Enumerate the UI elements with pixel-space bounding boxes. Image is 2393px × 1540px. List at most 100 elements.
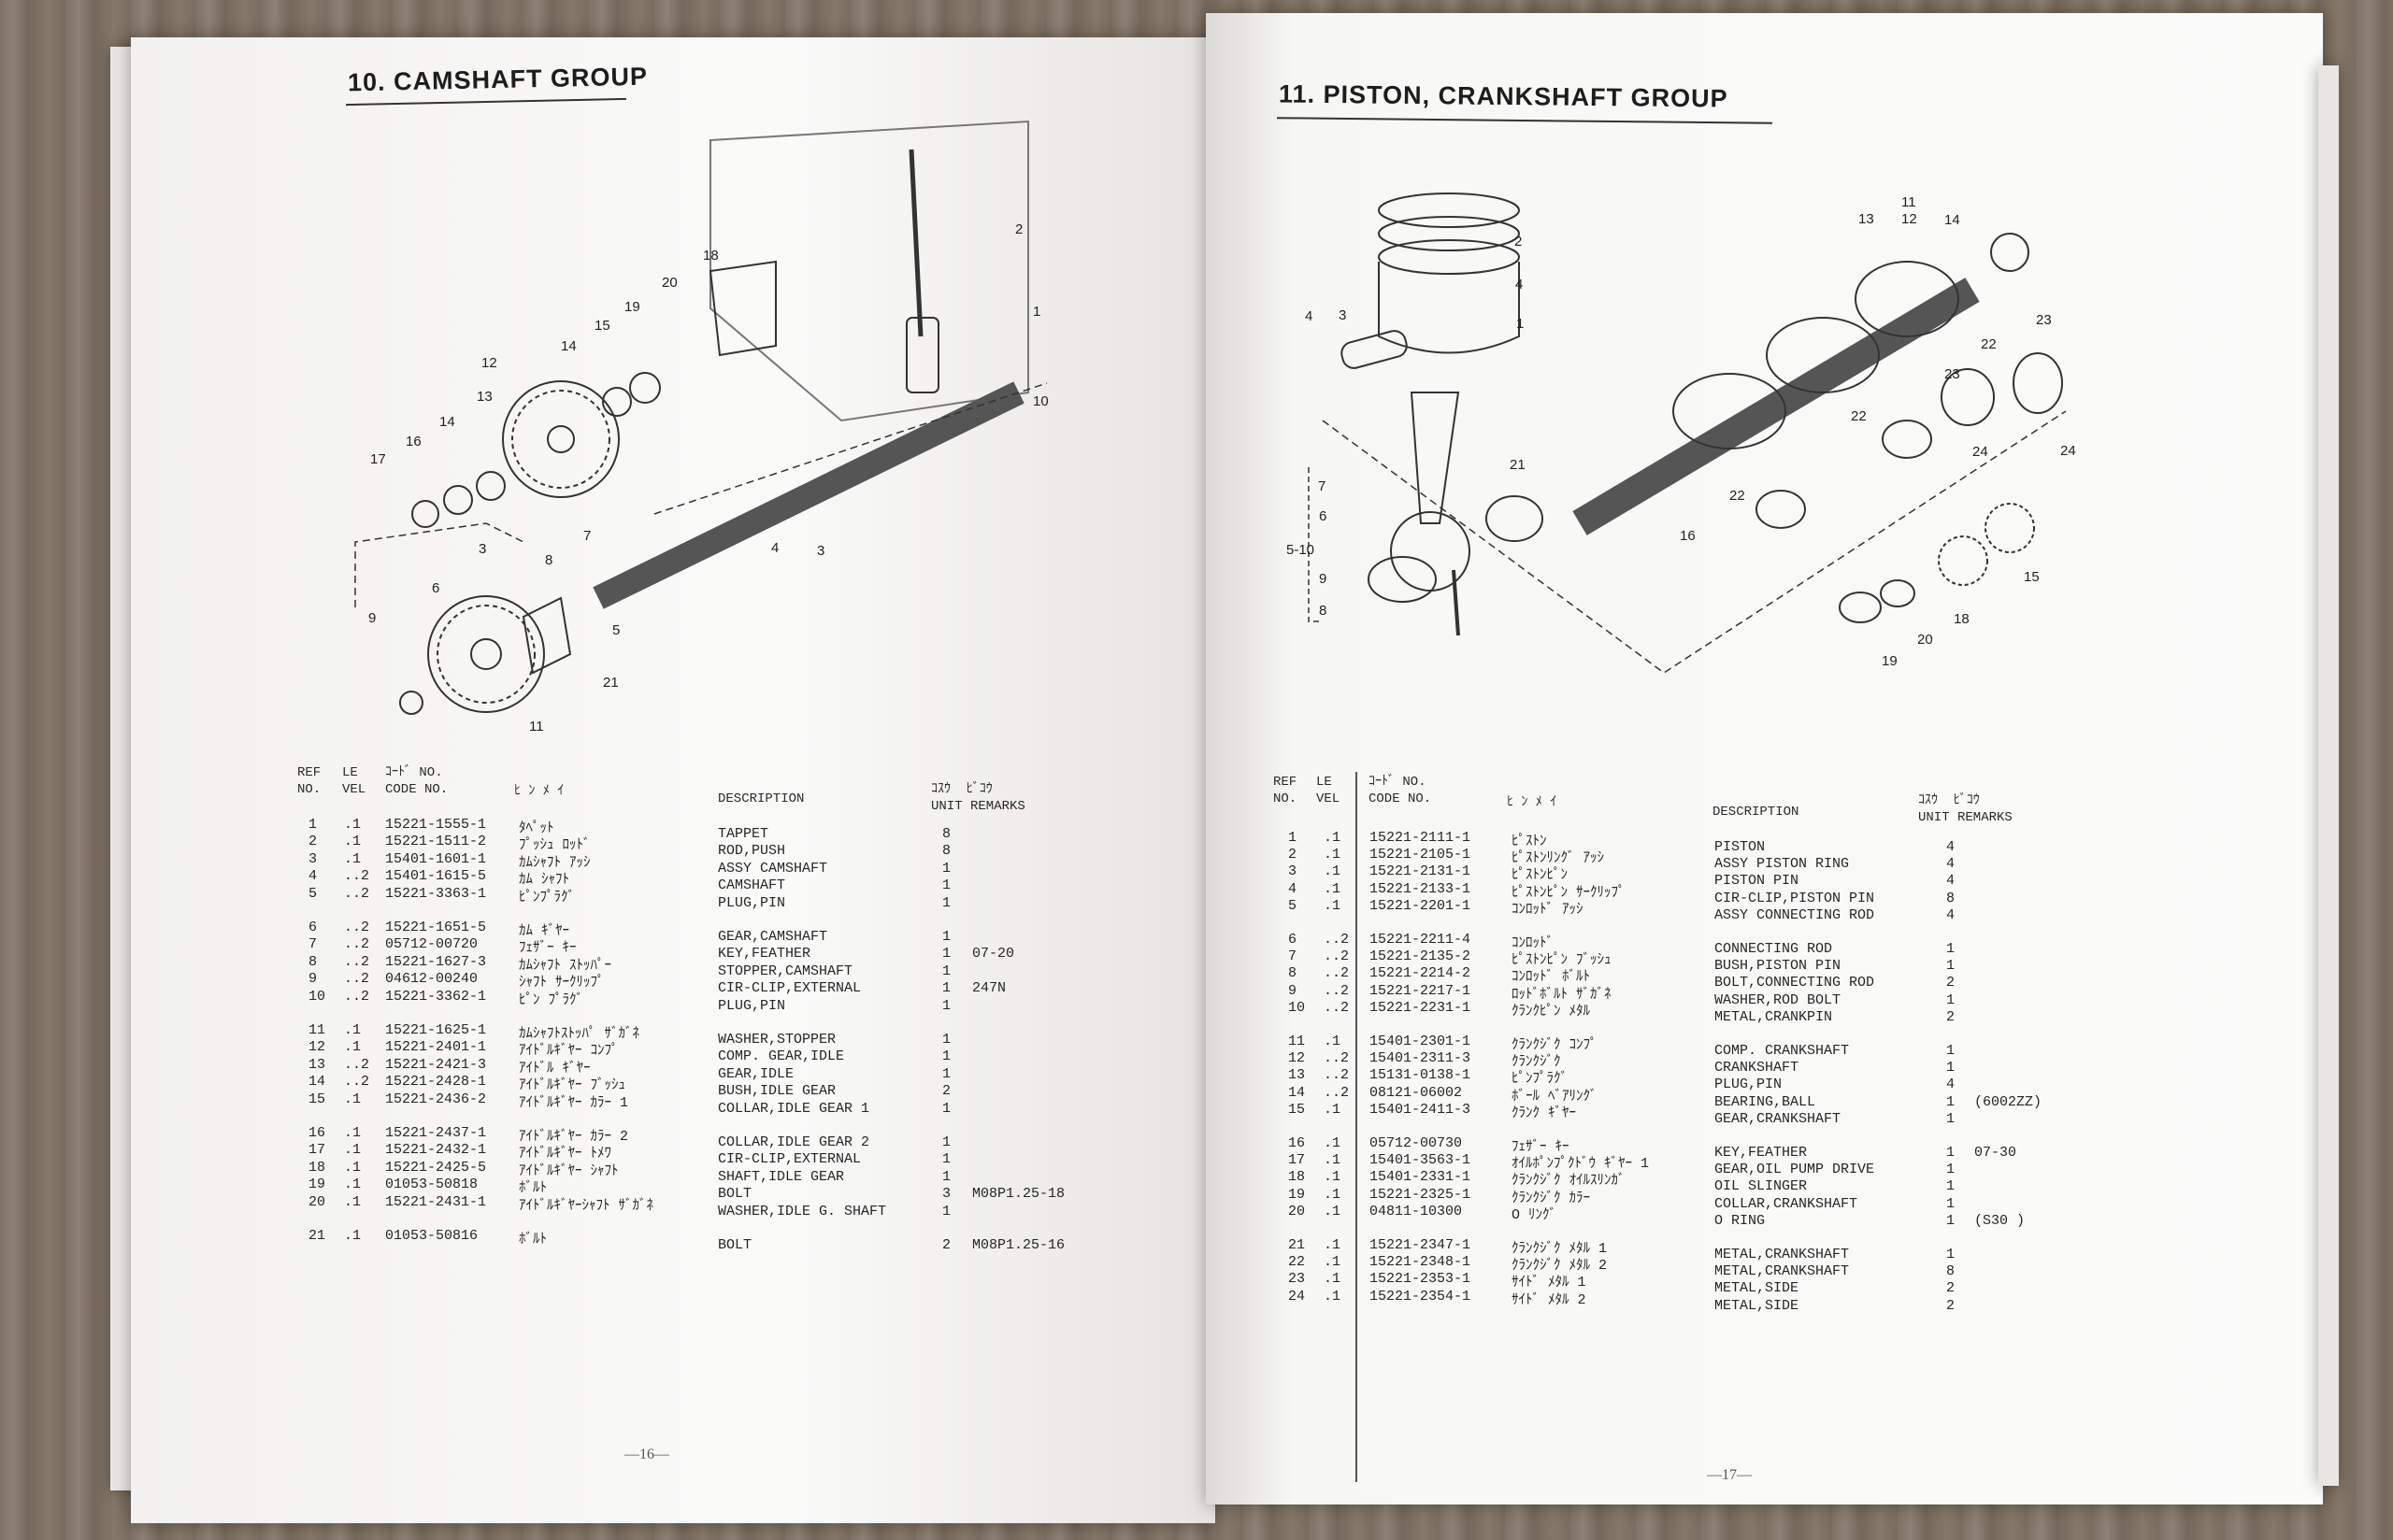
- kana-cell: ﾎﾞﾙﾄ: [519, 1232, 548, 1248]
- right-diagram-callouts: 1 2 3 4 4 5-10 6 7 8 9 11 12 13 14 15 16…: [1286, 194, 2076, 669]
- circlip-external: [399, 691, 423, 715]
- ref-cell: 12: [1288, 1050, 1306, 1067]
- ref-cell: 13: [308, 1056, 326, 1073]
- callout-label: 10: [1033, 393, 1049, 409]
- code-cell: 15221-2437-1: [385, 1125, 487, 1141]
- callout-label: 18: [703, 248, 719, 264]
- kana-cell: ﾎﾞﾙﾄ: [519, 1180, 548, 1197]
- code-cell: 15221-2231-1: [1369, 999, 1471, 1016]
- page-edges-right: [2318, 65, 2339, 1486]
- unit-cell: 1: [942, 1151, 952, 1168]
- description-cell: CIR-CLIP,PISTON PIN: [1714, 890, 1875, 906]
- ref-cell: 3: [1288, 863, 1297, 880]
- level-cell: ..2: [344, 953, 370, 970]
- level-cell: .1: [1324, 1135, 1341, 1151]
- col-header-kana: ﾋ ﾝ ﾒ ｲ: [514, 784, 565, 799]
- code-cell: 15221-2347-1: [1369, 1237, 1471, 1253]
- callout-label: 8: [545, 552, 552, 568]
- callout-label: 3: [817, 543, 824, 559]
- code-cell: 15221-2353-1: [1369, 1271, 1471, 1288]
- left-diagram-callouts: 1 2 3 3 4 5 6 7 8 9 10 11 12 13 14 14 15…: [368, 221, 1049, 734]
- code-cell: 15221-2217-1: [1369, 982, 1471, 999]
- kana-cell: ﾋﾟｽﾄﾝﾋﾟﾝ ｻｰｸﾘｯﾌﾟ: [1512, 884, 1626, 901]
- unit-cell: 1: [942, 877, 952, 894]
- code-cell: 15221-1651-5: [385, 920, 487, 935]
- code-cell: 15221-3362-1: [385, 988, 487, 1005]
- code-cell: 15401-2331-1: [1369, 1169, 1471, 1186]
- remarks-cell: 07-30: [1974, 1145, 2017, 1161]
- description-cell: METAL,SIDE: [1714, 1297, 1799, 1314]
- kana-cell: ｸﾗﾝｸｼﾞｸ ｶﾗｰ: [1512, 1190, 1591, 1206]
- crank-webs: [1672, 261, 1959, 449]
- col-header-unit-remarks: ｺｽｳ ﾋﾞｺｳ UNIT REMARKS: [931, 782, 1025, 814]
- level-cell: .1: [1324, 1034, 1341, 1049]
- level-cell: ..2: [1324, 948, 1350, 965]
- rod-bolt: [1452, 569, 1460, 636]
- unit-cell: 1: [1946, 1110, 1956, 1127]
- code-cell: 15221-2432-1: [385, 1142, 487, 1159]
- description-cell: PISTON PIN: [1714, 873, 1799, 890]
- level-cell: .1: [1324, 897, 1341, 914]
- kana-cell: ﾌｪｻﾞｰ ｷｰ: [519, 940, 577, 957]
- kana-cell: O ﾘﾝｸﾞ: [1512, 1206, 1557, 1223]
- level-cell: ..2: [344, 1056, 370, 1073]
- level-cell: .1: [1324, 863, 1341, 880]
- level-cell: .1: [344, 1176, 362, 1193]
- callout-label: 16: [406, 434, 422, 449]
- level-cell: .1: [1324, 1186, 1341, 1203]
- kana-cell: ｶﾑｼｬﾌﾄ ｱｯｼ: [519, 854, 591, 871]
- kana-cell: ｶﾑ ｷﾞﾔｰ: [519, 923, 570, 939]
- description-cell: ASSY PISTON RING: [1714, 856, 1850, 873]
- callout-label: 21: [1510, 457, 1526, 473]
- kana-cell: ﾛｯﾄﾞﾎﾞﾙﾄ ｻﾞｶﾞﾈ: [1512, 986, 1612, 1003]
- bush: [443, 485, 473, 515]
- ref-cell: 17: [1288, 1152, 1306, 1169]
- page-number-right: —17—: [1707, 1467, 1752, 1483]
- description-cell: GEAR,OIL PUMP DRIVE: [1714, 1162, 1875, 1178]
- engine-block-outline: [709, 120, 1029, 422]
- callout-label: 15: [2024, 569, 2040, 585]
- ref-cell: 3: [308, 850, 318, 867]
- kana-cell: ｻｲﾄﾞ ﾒﾀﾙ 2: [1512, 1291, 1586, 1308]
- callout-label: 1: [1516, 316, 1524, 332]
- level-cell: .1: [344, 1193, 362, 1210]
- callout-label: 12: [1901, 211, 1917, 227]
- callout-label: 18: [1954, 611, 1970, 627]
- ref-cell: 20: [308, 1193, 326, 1210]
- push-rod: [909, 149, 924, 337]
- unit-cell: 1: [942, 1032, 952, 1048]
- col-header-description: DESCRIPTION: [1712, 805, 1799, 820]
- kana-cell: ｱｲﾄﾞﾙｷﾞﾔｰ ｺﾝﾌﾟ: [519, 1043, 619, 1060]
- ref-cell: 1: [1288, 830, 1297, 846]
- unit-cell: 1: [942, 894, 952, 911]
- kana-cell: ｱｲﾄﾞﾙｷﾞﾔｰ ﾄﾒﾜ: [519, 1146, 612, 1162]
- callout-label: 13: [477, 389, 493, 405]
- level-cell: ..2: [344, 868, 370, 885]
- oil-pump-drive-gear: [1985, 503, 2035, 553]
- unit-cell: 1: [942, 929, 952, 945]
- callout-label: 8: [1319, 603, 1326, 619]
- unit-cell: 1: [1946, 1043, 1956, 1059]
- level-cell: ..2: [344, 988, 370, 1005]
- level-cell: .1: [344, 1228, 362, 1244]
- level-cell: .1: [1324, 847, 1341, 863]
- unit-cell: 1: [942, 997, 952, 1014]
- code-cell: 15221-2214-2: [1369, 965, 1471, 982]
- level-cell: .1: [344, 1039, 362, 1056]
- remarks-cell: 07-20: [972, 946, 1015, 962]
- code-cell: 15221-2436-2: [385, 1091, 487, 1107]
- unit-cell: 8: [942, 826, 952, 842]
- code-cell: 15401-2301-1: [1369, 1034, 1471, 1049]
- col-header-description: DESCRIPTION: [718, 791, 805, 806]
- kana-cell: ｱｲﾄﾞﾙｷﾞﾔｰ ｶﾗｰ 1: [519, 1094, 629, 1111]
- description-cell: CIR-CLIP,EXTERNAL: [718, 1151, 862, 1168]
- description-cell: METAL,CRANKSHAFT: [1714, 1247, 1850, 1262]
- kana-cell: ｸﾗﾝｸ ｷﾞﾔｰ: [1512, 1105, 1577, 1121]
- kana-cell: ｱｲﾄﾞﾙｷﾞﾔｰ ｶﾗｰ 2: [519, 1129, 629, 1145]
- level-cell: ..2: [344, 1074, 370, 1091]
- ref-cell: 15: [308, 1091, 326, 1107]
- unit-cell: 2: [1946, 975, 1956, 991]
- ref-cell: 16: [1288, 1135, 1306, 1151]
- kana-cell: ｺﾝﾛｯﾄﾞ ﾎﾞﾙﾄ: [1512, 969, 1591, 986]
